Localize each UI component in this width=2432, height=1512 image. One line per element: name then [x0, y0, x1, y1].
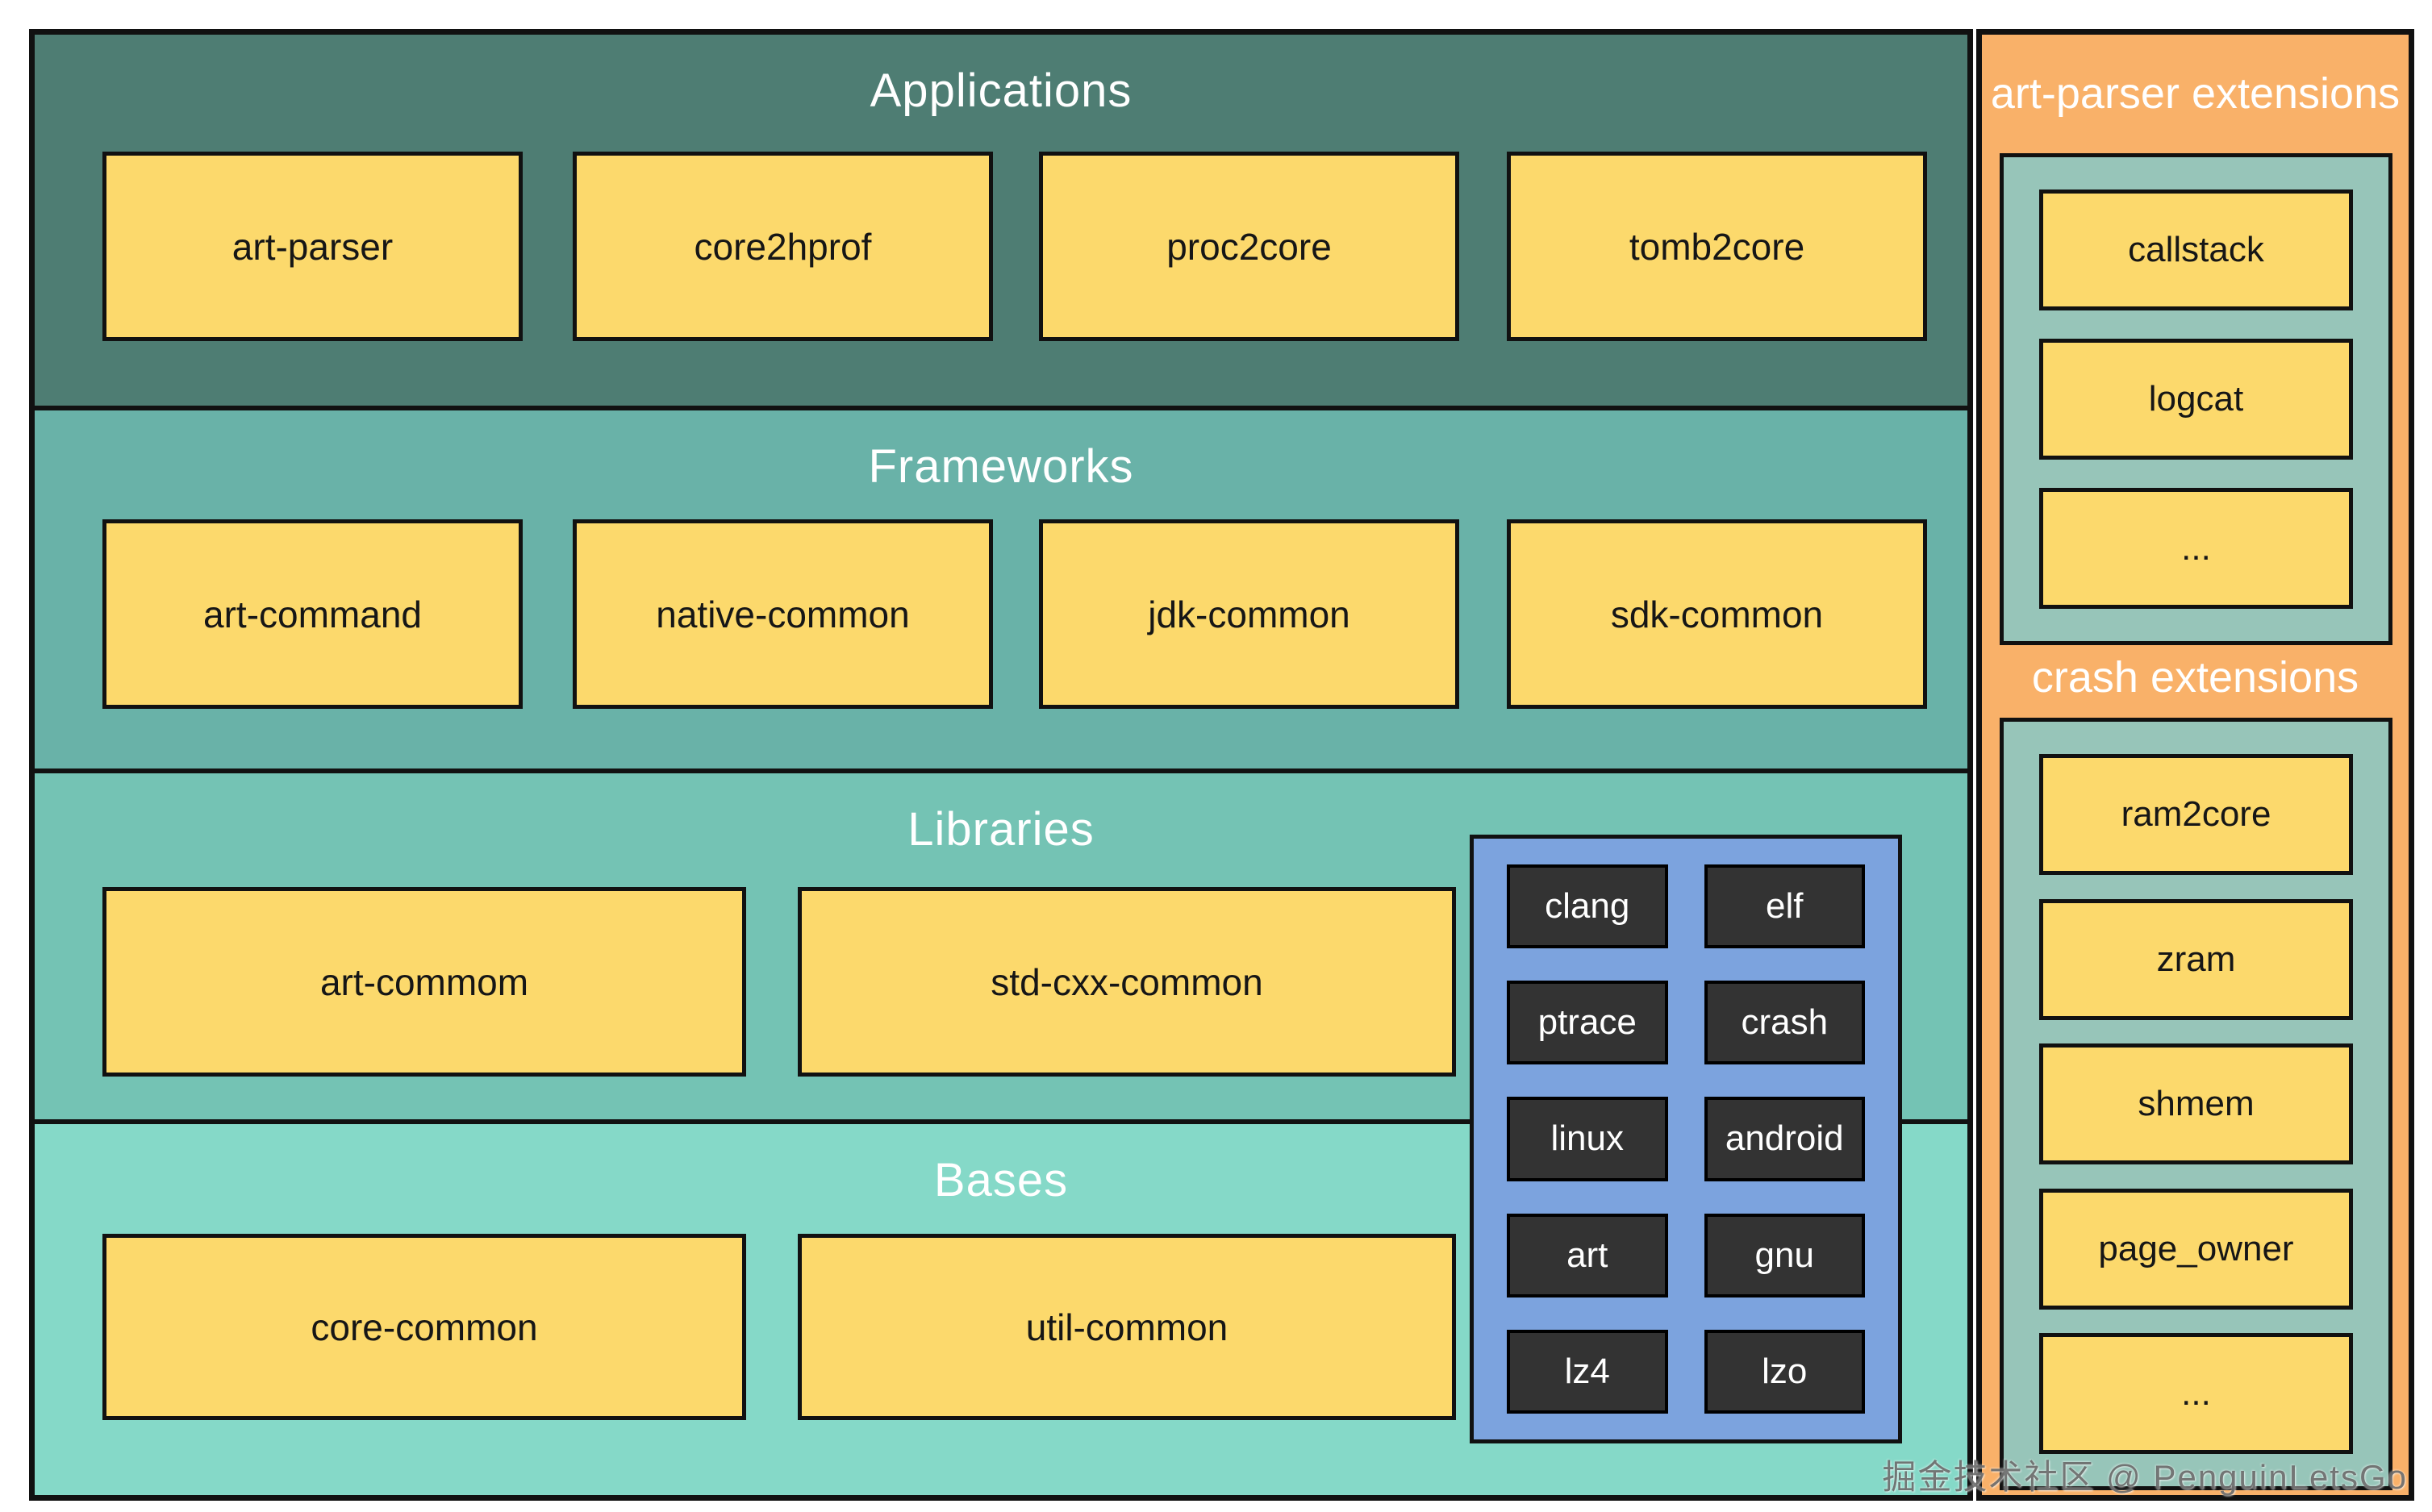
tech-grid-panel: clang elf ptrace crash linux android art… — [1470, 835, 1902, 1443]
extension-item: callstack — [2039, 190, 2353, 310]
extensions-panel: art-parser extensions callstack logcat .… — [1976, 29, 2414, 1501]
extension-item: ram2core — [2039, 754, 2353, 875]
tech-item: elf — [1704, 864, 1865, 949]
crash-extensions-box: ram2core zram shmem page_owner ... — [2000, 718, 2392, 1490]
extension-item: page_owner — [2039, 1188, 2353, 1310]
module-box: art-commom — [102, 887, 746, 1077]
layer-frameworks-title: Frameworks — [868, 440, 1134, 493]
extension-item: ... — [2039, 488, 2353, 609]
module-box: jdk-common — [1039, 519, 1459, 709]
extension-item: ... — [2039, 1333, 2353, 1454]
module-box: core-common — [102, 1234, 746, 1420]
module-box: art-parser — [102, 152, 523, 341]
tech-item: clang — [1507, 864, 1668, 949]
module-box: tomb2core — [1507, 152, 1927, 341]
art-parser-extensions-box: callstack logcat ... — [2000, 153, 2392, 645]
module-box: proc2core — [1039, 152, 1459, 341]
layer-applications-title: Applications — [870, 65, 1133, 117]
extension-item: shmem — [2039, 1043, 2353, 1164]
crash-extensions-title: crash extensions — [2031, 653, 2359, 702]
layer-libraries-title: Libraries — [907, 803, 1095, 856]
tech-item: linux — [1507, 1097, 1668, 1181]
art-parser-extensions-title: art-parser extensions — [1990, 69, 2401, 118]
module-box: util-common — [798, 1234, 1456, 1420]
extension-item: logcat — [2039, 339, 2353, 460]
layered-stack: Applications art-parser core2hprof proc2… — [29, 29, 1973, 1501]
module-box: native-common — [573, 519, 993, 709]
module-box: std-cxx-common — [798, 887, 1456, 1077]
watermark: 掘金技术社区 @ PenguinLetsGo — [1882, 1458, 2408, 1496]
tech-item: lz4 — [1507, 1329, 1668, 1414]
tech-item: crash — [1704, 981, 1865, 1065]
module-box: sdk-common — [1507, 519, 1927, 709]
tech-item: lzo — [1704, 1329, 1865, 1414]
layer-frameworks: Frameworks art-command native-common jdk… — [35, 406, 1967, 768]
module-box: core2hprof — [573, 152, 993, 341]
layer-bases-title: Bases — [933, 1154, 1069, 1206]
tech-item: ptrace — [1507, 981, 1668, 1065]
extension-item: zram — [2039, 898, 2353, 1020]
tech-item: android — [1704, 1097, 1865, 1181]
tech-item: art — [1507, 1213, 1668, 1297]
layer-applications: Applications art-parser core2hprof proc2… — [35, 35, 1967, 406]
module-box: art-command — [102, 519, 523, 709]
tech-item: gnu — [1704, 1213, 1865, 1297]
